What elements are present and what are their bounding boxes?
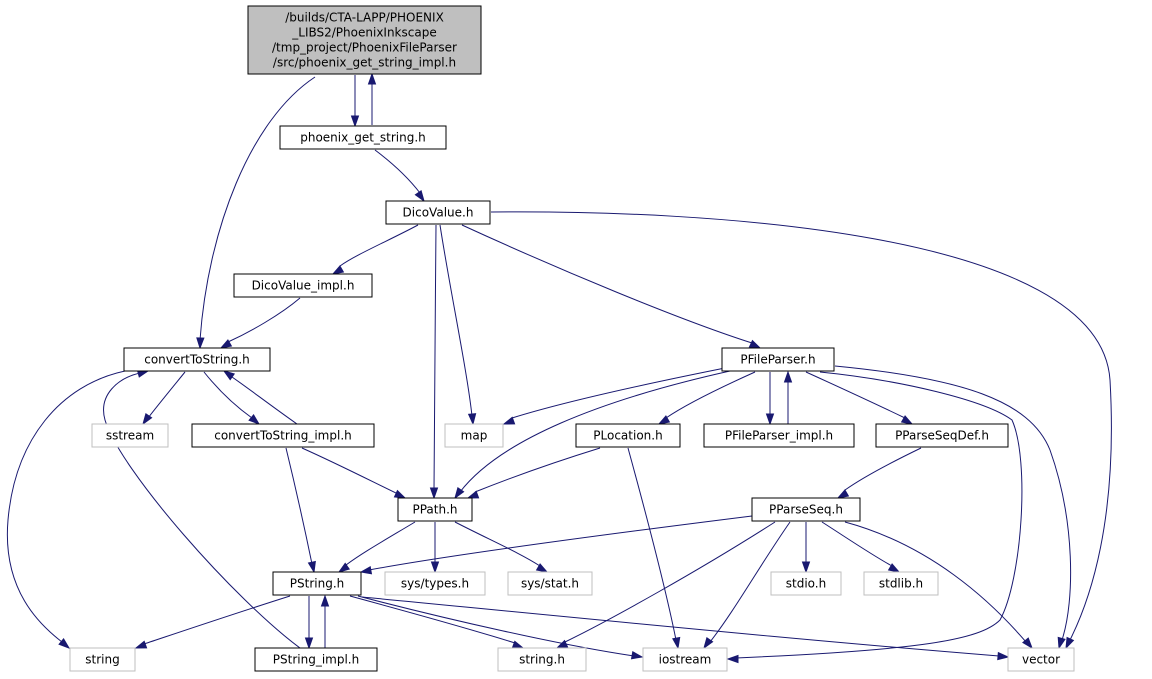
edge-convertToString-to-sstream: [142, 371, 186, 426]
edge-convertToString_impl-to-convertToString: [222, 370, 298, 425]
edge-DicoValue-to-vector: [490, 211, 1112, 650]
edge-PLocation-to-iostream: [627, 447, 681, 650]
node-map: map: [444, 423, 504, 448]
node-label: sys/types.h: [401, 577, 469, 591]
edge-PLocation-to-PPath: [466, 447, 601, 499]
edge-PParseSeq-to-stdio: [801, 522, 811, 574]
node-label: /builds/CTA-LAPP/PHOENIX: [285, 11, 444, 25]
edge-convertToString_impl-to-PPath: [301, 447, 407, 499]
node-DicoValue-impl[interactable]: DicoValue_impl.h: [233, 273, 373, 298]
node-sstream: sstream: [91, 423, 169, 448]
node-PFileParser[interactable]: PFileParser.h: [721, 347, 835, 372]
node-label: /src/phoenix_get_string_impl.h: [273, 56, 456, 70]
node-iostream: iostream: [642, 647, 728, 672]
edge-convertToString_impl-to-PString: [285, 447, 316, 574]
edge-convertToString-to-convertToString_impl: [203, 371, 261, 425]
edge-PFileParser-to-PParseSeqDef: [805, 371, 914, 425]
edge-PString-to-vector: [361, 596, 1010, 661]
node-label: sstream: [106, 429, 154, 443]
edge-DicoValue-to-PFileParser: [461, 224, 762, 349]
node-label: string.h: [519, 653, 565, 667]
edge-PString-to-iostream: [357, 595, 644, 660]
node-label: PString_impl.h: [273, 653, 359, 667]
edge-PParseSeq-to-vector: [844, 521, 1033, 650]
node-sys-stat: sys/stat.h: [507, 571, 593, 596]
node-label: convertToString_impl.h: [214, 429, 352, 443]
node-PParseSeqDef[interactable]: PParseSeqDef.h: [875, 423, 1009, 448]
edge-DicoValue-to-map: [439, 224, 477, 426]
node-label: map: [461, 429, 488, 443]
edge-PParseSeq-to-PString: [359, 515, 753, 575]
node-PFileParser-impl[interactable]: PFileParser_impl.h: [703, 423, 855, 448]
node-convertToString-impl[interactable]: convertToString_impl.h: [191, 423, 375, 448]
edge-PString_impl-to-PString: [320, 594, 330, 648]
node-label: string: [85, 653, 119, 667]
node-root[interactable]: /builds/CTA-LAPP/PHOENIX_LIBS2/PhoenixIn…: [247, 5, 482, 75]
node-label: PFileParser_impl.h: [725, 429, 833, 443]
edge-PFileParser-to-PFileParser_impl: [765, 372, 775, 426]
node-stdio: stdio.h: [770, 571, 842, 596]
edge-phoenix_get_string-to-root: [367, 72, 377, 125]
node-label: PPath.h: [412, 503, 457, 517]
node-label: vector: [1022, 653, 1060, 667]
node-label: stdlib.h: [879, 577, 923, 591]
edge-PPath-to-PString: [337, 521, 416, 573]
edge-PFileParser_impl-to-PFileParser: [783, 370, 793, 424]
node-sys-types: sys/types.h: [384, 571, 486, 596]
node-PPath[interactable]: PPath.h: [397, 497, 473, 522]
node-stdlib: stdlib.h: [863, 571, 939, 596]
node-label: PLocation.h: [593, 429, 662, 443]
node-string-h: string.h: [497, 647, 587, 672]
edge-DicoValue-to-DicoValue_impl: [331, 224, 419, 275]
node-label: PParseSeqDef.h: [895, 429, 989, 443]
node-convertToString[interactable]: convertToString.h: [123, 347, 271, 372]
edge-PFileParser-to-map: [502, 367, 726, 425]
node-string: string: [69, 647, 136, 672]
edge-convertToString-to-string: [6, 370, 126, 649]
edge-layer: [6, 72, 1112, 664]
edge-DicoValue-to-PPath: [429, 224, 439, 500]
node-PParseSeq[interactable]: PParseSeq.h: [751, 497, 861, 522]
edge-PString-to-string: [134, 595, 291, 649]
node-DicoValue[interactable]: DicoValue.h: [385, 200, 491, 225]
edge-DicoValue_impl-to-convertToString: [219, 297, 301, 349]
node-label: DicoValue.h: [403, 206, 474, 220]
edge-PString_impl-to-convertToString: [103, 369, 301, 649]
edge-PFileParser-to-PLocation: [657, 371, 756, 425]
node-label: sys/stat.h: [521, 577, 579, 591]
node-phoenix-get-string[interactable]: phoenix_get_string.h: [279, 125, 447, 150]
edge-PPath-to-sys_types: [430, 522, 440, 574]
edge-PParseSeq-to-stdlib: [821, 521, 901, 573]
node-vector: vector: [1007, 647, 1075, 672]
edge-PParseSeqDef-to-PParseSeq: [836, 447, 922, 499]
edge-PString-to-PString_impl: [304, 596, 314, 650]
edge-PFileParser-to-vector: [834, 365, 1072, 650]
edge-root-to-phoenix_get_string: [350, 75, 360, 128]
node-PString[interactable]: PString.h: [272, 571, 362, 596]
node-label: DicoValue_impl.h: [252, 279, 355, 293]
node-label: PFileParser.h: [740, 353, 815, 367]
node-label: stdio.h: [786, 577, 826, 591]
node-label: _LIBS2/PhoenixInkscape: [291, 26, 436, 40]
edge-phoenix_get_string-to-DicoValue: [374, 149, 425, 203]
node-label: convertToString.h: [144, 353, 250, 367]
edge-PParseSeq-to-iostream: [703, 521, 791, 650]
node-PString-impl[interactable]: PString_impl.h: [254, 647, 378, 672]
edge-PFileParser-to-PPath: [454, 370, 731, 500]
node-layer: /builds/CTA-LAPP/PHOENIX_LIBS2/PhoenixIn…: [69, 5, 1075, 672]
node-label: PString.h: [290, 577, 344, 591]
edge-root-to-convertToString: [196, 76, 316, 350]
edge-PFileParser-to-iostream: [726, 371, 1023, 664]
node-label: iostream: [659, 653, 712, 667]
node-PLocation[interactable]: PLocation.h: [575, 423, 681, 448]
node-label: phoenix_get_string.h: [300, 131, 426, 145]
node-label: PParseSeq.h: [769, 503, 843, 517]
edge-PPath-to-sys_stat: [454, 521, 549, 573]
node-label: /tmp_project/PhoenixFileParser: [272, 41, 457, 55]
